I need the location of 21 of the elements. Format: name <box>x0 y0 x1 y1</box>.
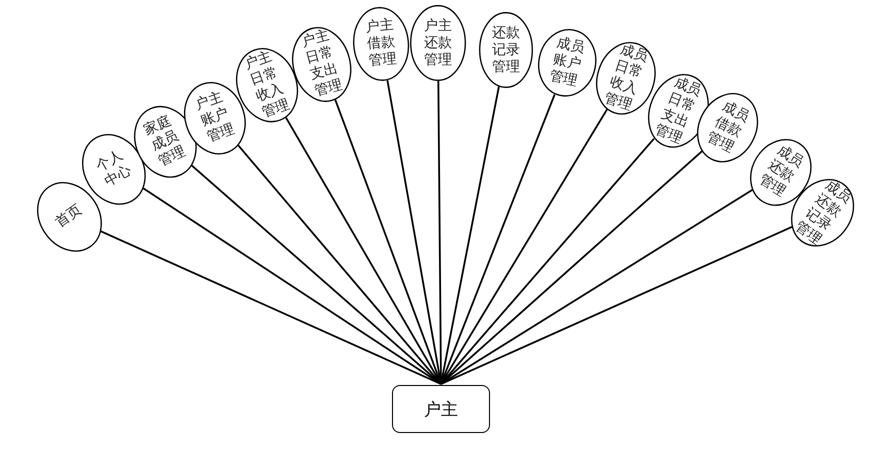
function-ellipse: 户主账户管理 <box>183 80 247 156</box>
connector-line <box>142 188 442 385</box>
role-box: 户主 <box>392 385 490 433</box>
function-ellipse: 成员还款记录管理 <box>790 178 856 248</box>
function-ellipse: 首页 <box>36 181 102 253</box>
connector-line <box>238 144 442 385</box>
function-ellipse: 户主日常支出管理 <box>291 26 353 102</box>
connector-line <box>440 150 703 385</box>
connector-line <box>440 226 793 385</box>
function-ellipse: 成员还款管理 <box>749 138 813 206</box>
connector-line <box>440 189 753 385</box>
function-ellipse: 户主借款管理 <box>352 6 410 82</box>
connector-line <box>100 230 442 385</box>
function-ellipse: 成员日常收入管理 <box>595 40 657 116</box>
function-ellipse: 个人中心 <box>81 132 147 206</box>
function-ellipse: 户主还款管理 <box>409 4 467 82</box>
function-ellipse: 户主日常收入管理 <box>234 46 300 124</box>
connector-line <box>191 164 442 385</box>
function-ellipse: 成员账户管理 <box>536 28 598 98</box>
function-ellipse: 还款记录管理 <box>478 11 534 89</box>
connector-line <box>440 138 655 385</box>
